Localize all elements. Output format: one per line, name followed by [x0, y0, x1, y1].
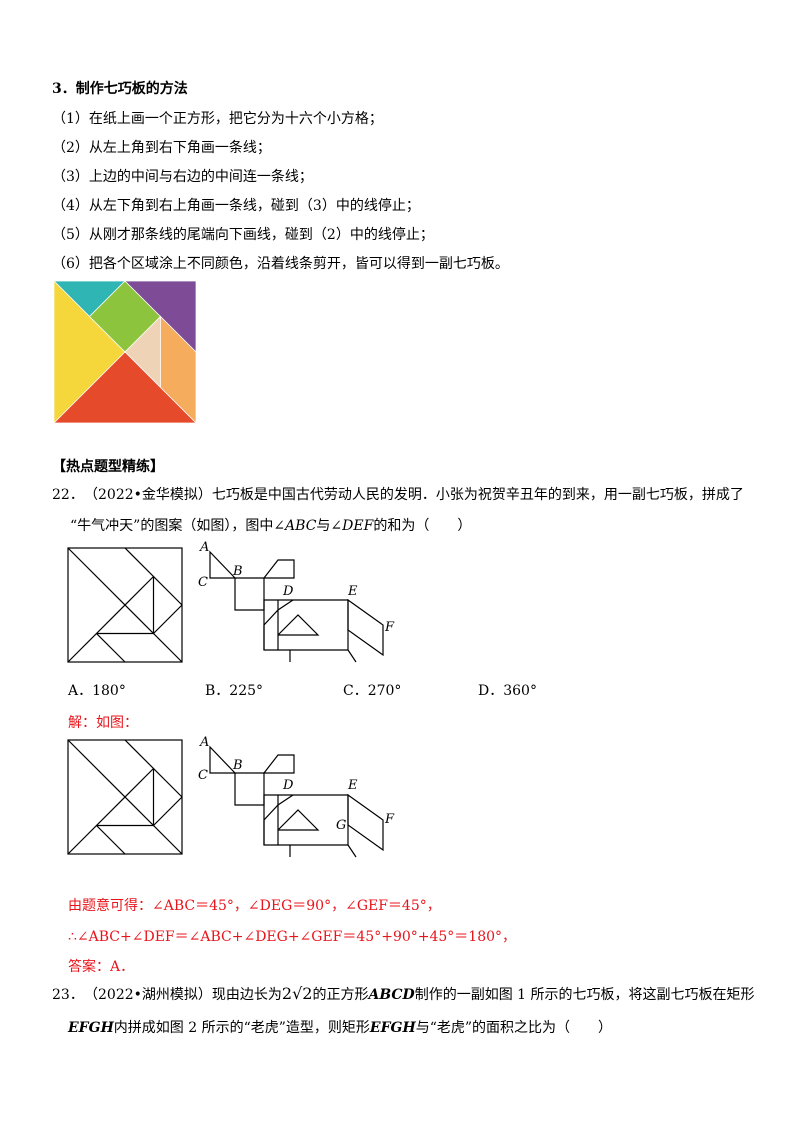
- step-4: （4）从左下角到右上角画一条线，碰到（3）中的线停止；: [52, 198, 420, 214]
- fig2-label-c: C: [198, 768, 208, 783]
- solution-label: 解：如图：: [68, 715, 138, 731]
- fig2-label-g: G: [336, 818, 347, 833]
- section-title: 3．制作七巧板的方法: [52, 81, 188, 97]
- q23-line2: EFGH内拼成如图 2 所示的“老虎”造型，则矩形EFGH与“老虎”的面积之比为…: [68, 1020, 613, 1036]
- step-6: （6）把各个区域涂上不同颜色，沿着线条剪开，皆可以得到一副七巧板。: [52, 256, 509, 272]
- fig1-label-b: B: [233, 564, 243, 579]
- q23-line1: （2022•湖州模拟）现由边长为2√2的正方形ABCD制作的一副如图 1 所示的…: [84, 984, 755, 1003]
- solution-line-1: 由题意可得：∠ABC＝45°，∠DEG＝90°，∠GEF＝45°，: [68, 898, 441, 914]
- fig2-label-e: E: [348, 778, 358, 793]
- fig1-label-c: C: [198, 575, 208, 590]
- answer: 答案：A．: [68, 959, 135, 975]
- q22-line1: （2022•金华模拟）七巧板是中国古代劳动人民的发明．小张为祝贺辛丑年的到来，用…: [84, 487, 744, 503]
- hot-section-header: 【热点题型精练】: [52, 459, 164, 475]
- q22-solution-square-figure: [67, 739, 183, 855]
- q22-option-d: D．360°: [478, 683, 537, 699]
- fig2-label-a: A: [200, 735, 210, 750]
- q22-solution-ox-figure: [209, 745, 384, 858]
- q22-line2: “牛气冲天”的图案（如图），图中∠ABC与∠DEF的和为（ ）: [70, 518, 472, 534]
- q22-option-b: B．225°: [205, 683, 264, 699]
- q22-number: 22．: [52, 487, 84, 503]
- red-piece: [53, 351, 197, 424]
- fig2-label-f: F: [385, 812, 395, 827]
- fig1-label-d: D: [283, 584, 294, 599]
- fig2-label-d: D: [283, 778, 294, 793]
- q22-square-figure: [67, 547, 183, 663]
- q22-option-c: C．270°: [343, 683, 402, 699]
- q22-ox-figure: [209, 550, 384, 663]
- q23-number: 23．: [52, 987, 84, 1003]
- q22-option-a: A．180°: [68, 683, 126, 699]
- step-5: （5）从刚才那条线的尾端向下画线，碰到（2）中的线停止；: [52, 227, 434, 243]
- step-1: （1）在纸上画一个正方形，把它分为十六个小方格；: [52, 111, 383, 127]
- fig1-label-a: A: [200, 540, 210, 555]
- fig1-label-e: E: [348, 584, 358, 599]
- fig2-label-b: B: [233, 758, 243, 773]
- fig1-label-f: F: [385, 620, 395, 635]
- solution-line-2: ∴∠ABC+∠DEF＝∠ABC+∠DEG+∠GEF＝45°+90°+45°＝18…: [68, 929, 517, 945]
- step-2: （2）从左上角到右下角画一条线；: [52, 140, 271, 156]
- step-3: （3）上边的中间与右边的中间连一条线；: [52, 169, 313, 185]
- tangram-figure: [53, 280, 197, 424]
